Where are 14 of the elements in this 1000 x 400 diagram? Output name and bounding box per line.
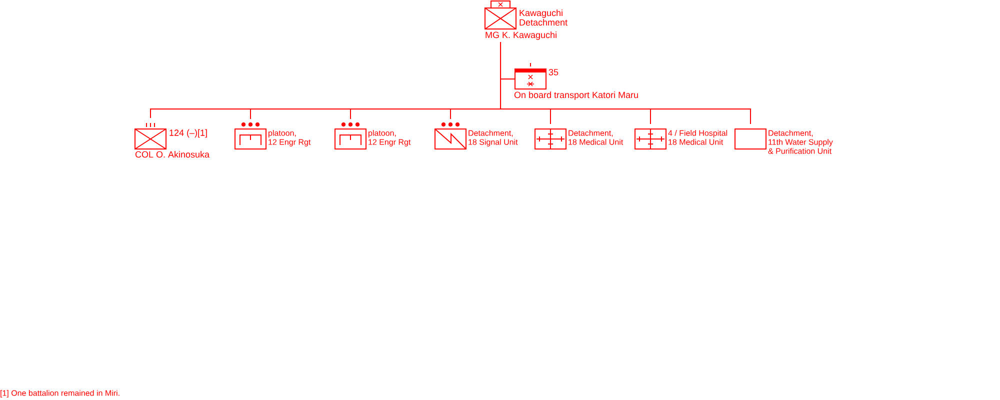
unit-label: Detachment, 18 Signal Unit [468, 130, 518, 146]
unit-label: Kawaguchi Detachment [520, 10, 568, 26]
unit-label: Detachment, 11th Water Supply & Purification Unit [768, 130, 833, 154]
unit-label: Detachment, 18 Medical Unit [568, 130, 624, 145]
unit-label: 4 / Field Hospital 18 Medical Unit [668, 130, 728, 145]
unit-label: 124 (–)[1] [170, 129, 207, 138]
commander-name: MG K. Kawaguchi [486, 32, 556, 40]
footnote: [1] One battalion remained in Miri. [0, 390, 120, 398]
commander-name: COL O. Akinosuka [135, 151, 210, 158]
connector-line [500, 42, 751, 124]
unit-number: 35 [548, 69, 558, 76]
unit-label: On board transport Katori Maru [514, 92, 638, 100]
unit-label: platoon, 12 Engr Rgt [368, 130, 411, 146]
unit-label: platoon, 12 Engr Rgt [268, 130, 311, 146]
